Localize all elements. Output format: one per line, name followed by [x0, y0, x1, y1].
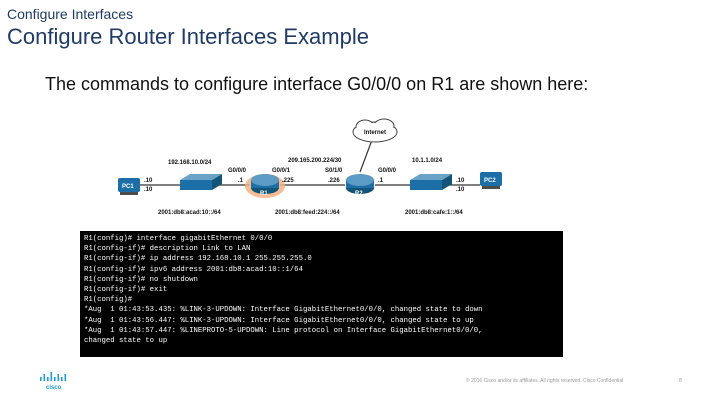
if-g001-label: G0/0/1 — [272, 168, 291, 174]
router-r1-icon — [251, 174, 279, 194]
terminal-line: R1(config-if)# no shutdown — [84, 275, 198, 284]
terminal-line: *Aug 1 01:43:57.447: %LINEPROTO-5-UPDOWN… — [84, 326, 483, 335]
terminal-line: *Aug 1 01:43:56.447: %LINK-3-UPDOWN: Int… — [84, 316, 474, 325]
v6-left-label: 2001:db8:acad:10::/64 — [158, 210, 221, 216]
switch-left-icon — [180, 174, 222, 190]
copyright-footer: © 2016 Cisco and/or its affiliates. All … — [466, 378, 624, 384]
network-topology: Internet PC1 R1 R2 PC2 192.168.10.0/24 2… — [118, 118, 502, 216]
v6-right-label: 2001:db8:cafe:1::/64 — [405, 210, 463, 216]
r1-label: R1 — [260, 191, 268, 197]
terminal-line: changed state to up — [84, 337, 168, 346]
ip-pc2-a: .10 — [456, 178, 465, 184]
ip-pc2-b: .10 — [456, 187, 465, 193]
net-left-label: 192.168.10.0/24 — [168, 160, 212, 166]
terminal-line: R1(config-if)# exit — [84, 286, 168, 295]
cisco-logo-icon: cisco — [40, 372, 67, 391]
terminal-output: R1(config)# interface gigabitEthernet 0/… — [80, 231, 563, 357]
if-g000-r2-label: G0/0/0 — [378, 168, 397, 174]
ip-r1-right: .225 — [282, 178, 294, 184]
terminal-line: R1(config)# — [84, 296, 133, 305]
switch-right-icon — [410, 174, 452, 190]
internet-label: Internet — [364, 130, 386, 136]
terminal-line: R1(config-if)# ip address 192.168.10.1 2… — [84, 255, 312, 264]
router-r2-icon — [346, 174, 374, 194]
if-g000-label: G0/0/0 — [228, 168, 247, 174]
link-r2-internet — [359, 139, 373, 173]
v6-mid-label: 2001:db8:feed:224::/64 — [275, 210, 340, 216]
cisco-logo-text: cisco — [46, 385, 62, 391]
terminal-line: R1(config-if)# description Link to LAN — [84, 245, 251, 254]
section-heading: Configure Interfaces — [7, 6, 134, 22]
slide-subtitle: The commands to configure interface G0/0… — [45, 74, 589, 94]
net-right-label: 10.1.1.0/24 — [412, 158, 443, 164]
pc1-label: PC1 — [122, 184, 134, 190]
pc2-label: PC2 — [484, 178, 496, 184]
ip-r1-left: .1 — [238, 178, 244, 184]
net-mid-label: 209.165.200.224/30 — [288, 158, 342, 164]
ip-r2-right: .1 — [378, 178, 384, 184]
if-s010-label: S0/1/0 — [325, 168, 343, 174]
ip-pc1-a: .10 — [144, 178, 153, 184]
internet-cloud-icon — [352, 118, 398, 143]
page-number: 8 — [679, 378, 682, 384]
terminal-line: *Aug 1 01:43:53.435: %LINK-3-UPDOWN: Int… — [84, 306, 483, 315]
slide-title: Configure Router Interfaces Example — [7, 24, 369, 49]
terminal-line: R1(config)# interface gigabitEthernet 0/… — [84, 235, 273, 243]
pc2-icon — [480, 172, 502, 189]
ip-r2-left: .226 — [328, 178, 340, 184]
terminal-line: R1(config-if)# ipv6 address 2001:db8:aca… — [84, 265, 303, 274]
r2-label: R2 — [355, 191, 363, 197]
pc1-icon — [118, 178, 140, 195]
ip-pc1-b: .10 — [144, 187, 153, 193]
